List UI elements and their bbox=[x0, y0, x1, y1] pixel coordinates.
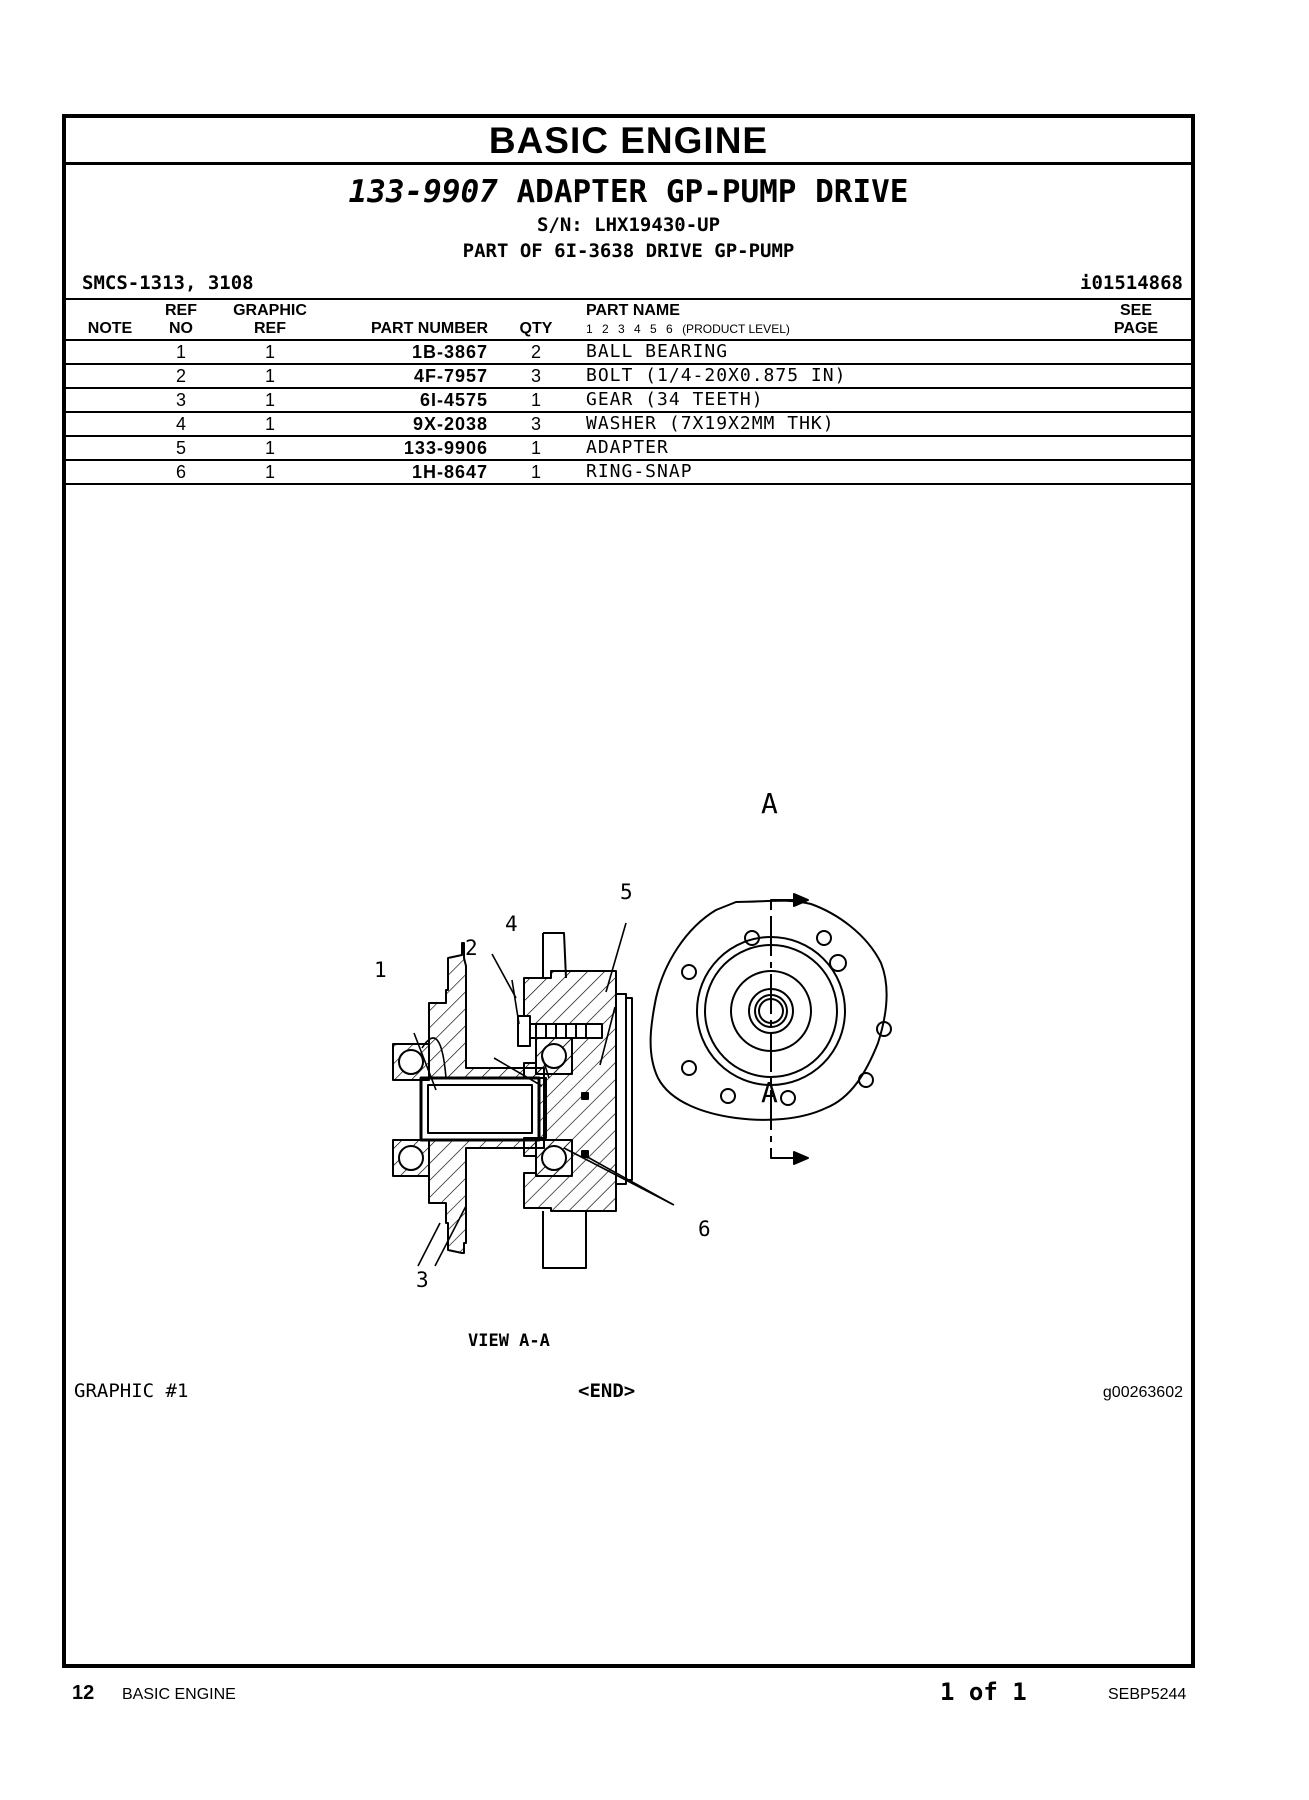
table-row: 3 1 6I-4575 1 GEAR (34 TEETH) bbox=[66, 388, 1191, 412]
page-of: 1 of 1 bbox=[940, 1678, 1027, 1706]
row-part-name: BOLT (1/4-20X0.875 IN) bbox=[586, 365, 847, 386]
row-part-number: 6I-4575 bbox=[419, 390, 488, 410]
callout-2: 2 bbox=[465, 936, 478, 960]
row-part-name: ADAPTER bbox=[586, 437, 669, 458]
callout-1: 1 bbox=[374, 958, 387, 982]
graphic-label: GRAPHIC #1 bbox=[74, 1380, 189, 1402]
row-qty: 1 bbox=[530, 438, 541, 458]
part-title: 133-9907 ADAPTER GP-PUMP DRIVE bbox=[66, 174, 1191, 210]
callout-3: 3 bbox=[416, 1268, 429, 1292]
table-row: 6 1 1H-8647 1 RING-SNAP bbox=[66, 460, 1191, 484]
row-ref-no: 5 bbox=[175, 438, 186, 458]
col-note: NOTE bbox=[87, 320, 133, 337]
table-row: 4 1 9X-2038 3 WASHER (7X19X2MM THK) bbox=[66, 412, 1191, 436]
row-ref-no: 6 bbox=[175, 462, 186, 482]
product-level-label: (PRODUCT LEVEL) bbox=[682, 322, 790, 336]
section-mark-bottom: A bbox=[761, 1076, 778, 1109]
serial-number: S/N: LHX19430-UP bbox=[536, 214, 721, 236]
row-graphic-ref: 1 bbox=[264, 390, 275, 410]
row-part-number: 9X-2038 bbox=[412, 414, 488, 434]
exploded-drawing: 1 2 3 4 5 6 A A VIEW A-A bbox=[374, 787, 892, 1351]
gear-section bbox=[419, 942, 545, 1254]
page-number: 12 bbox=[72, 1682, 95, 1704]
page-frame: BASIC ENGINE 133-9907 ADAPTER GP-PUMP DR… bbox=[62, 114, 1195, 1668]
callout-4: 4 bbox=[505, 912, 518, 936]
bolt bbox=[517, 1015, 603, 1047]
table-row: 2 1 4F-7957 3 BOLT (1/4-20X0.875 IN) bbox=[66, 364, 1191, 388]
view-label: VIEW A-A bbox=[468, 1331, 550, 1351]
callout-6: 6 bbox=[698, 1217, 711, 1241]
row-part-name: BALL BEARING bbox=[586, 341, 729, 362]
row-qty: 3 bbox=[530, 366, 541, 386]
footer-section: BASIC ENGINE bbox=[122, 1686, 236, 1703]
row-graphic-ref: 1 bbox=[264, 366, 275, 386]
row-part-number: 4F-7957 bbox=[413, 366, 488, 386]
row-part-name: RING-SNAP bbox=[586, 461, 693, 482]
row-part-number: 1B-3867 bbox=[411, 342, 488, 362]
row-graphic-ref: 1 bbox=[264, 414, 275, 434]
left-bearing bbox=[392, 1043, 430, 1177]
illustration-id: i01514868 bbox=[1080, 272, 1183, 294]
row-qty: 3 bbox=[530, 414, 541, 434]
document-id: SEBP5244 bbox=[1108, 1686, 1187, 1703]
row-part-number: 133-9906 bbox=[403, 438, 488, 458]
part-of-line: PART OF 6I-3638 DRIVE GP-PUMP bbox=[462, 240, 795, 262]
snap-ring-upper bbox=[581, 1092, 589, 1100]
row-graphic-ref: 1 bbox=[264, 438, 275, 458]
row-qty: 1 bbox=[530, 462, 541, 482]
end-marker: <END> bbox=[578, 1380, 636, 1402]
row-qty: 1 bbox=[530, 390, 541, 410]
product-level-numbers: 1 2 3 4 5 6 bbox=[586, 322, 673, 336]
row-ref-no: 1 bbox=[175, 342, 186, 362]
section-mark-top: A bbox=[761, 787, 778, 820]
row-ref-no: 3 bbox=[175, 390, 186, 410]
row-part-name: GEAR (34 TEETH) bbox=[586, 389, 764, 410]
row-graphic-ref: 1 bbox=[264, 342, 275, 362]
part-title-name: ADAPTER GP-PUMP DRIVE bbox=[516, 174, 909, 210]
table-row: 5 1 133-9906 1 ADAPTER bbox=[66, 436, 1191, 460]
graphic-id: g00263602 bbox=[1102, 1384, 1183, 1401]
row-ref-no: 4 bbox=[175, 414, 186, 434]
leader-lines bbox=[413, 922, 675, 1267]
row-graphic-ref: 1 bbox=[264, 462, 275, 482]
table-row: 1 1 1B-3867 2 BALL BEARING bbox=[66, 340, 1191, 364]
part-title-number: 133-9907 bbox=[348, 174, 498, 210]
row-part-name: WASHER (7X19X2MM THK) bbox=[586, 413, 835, 434]
row-ref-no: 2 bbox=[175, 366, 186, 386]
callout-5: 5 bbox=[620, 880, 633, 904]
end-view bbox=[649, 893, 892, 1165]
section-title: BASIC ENGINE bbox=[66, 118, 1191, 165]
smcs-code: SMCS-1313, 3108 bbox=[82, 272, 254, 294]
row-part-number: 1H-8647 bbox=[411, 462, 488, 482]
col-part-number: PART NUMBER bbox=[370, 320, 488, 337]
col-qty: QTY bbox=[519, 320, 553, 337]
row-qty: 2 bbox=[530, 342, 541, 362]
